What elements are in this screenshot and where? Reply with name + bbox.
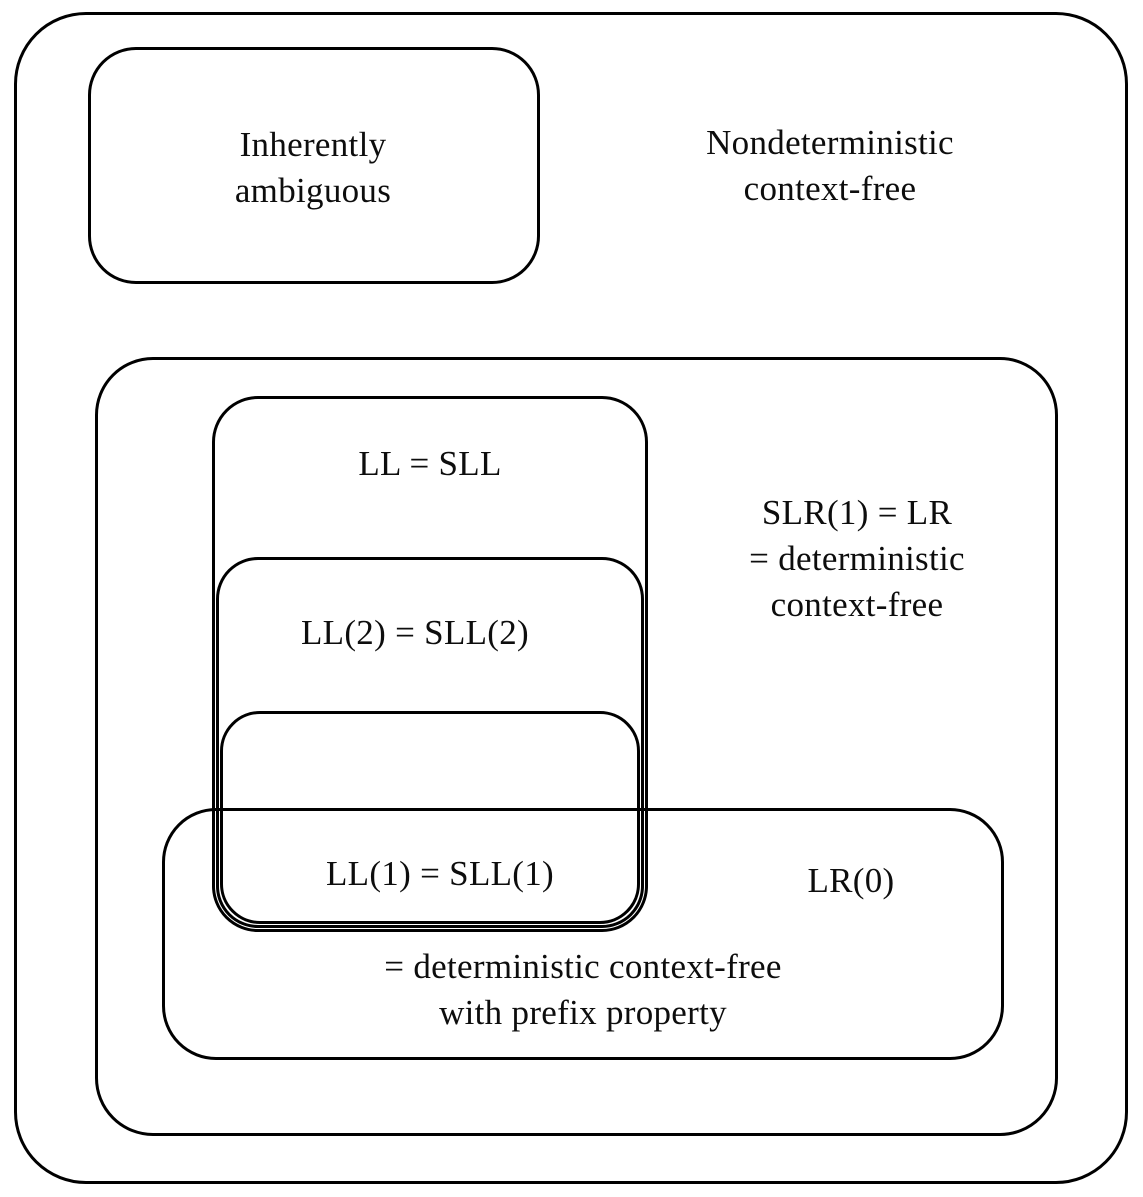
label-line: LL(2) = SLL(2) <box>300 613 530 652</box>
label-line: Nondeterministic <box>706 123 954 162</box>
label-line: = deterministic context-free <box>384 947 782 986</box>
label-ll2-sll2: LL(2) = SLL(2) <box>245 610 585 656</box>
label-line: context-free <box>743 169 917 208</box>
label-line: SLR(1) = LR <box>761 493 953 532</box>
label-line: Inherently <box>239 125 387 164</box>
region-deterministic-context-free <box>95 357 1058 1136</box>
region-nondeterministic-context-free <box>14 12 1128 1184</box>
label-line: ambiguous <box>234 171 392 210</box>
label-line: context-free <box>770 585 944 624</box>
region-lr0-prefix-property <box>162 808 1004 1060</box>
label-ll1-sll1: LL(1) = SLL(1) <box>270 851 610 897</box>
label-inherently-ambiguous: Inherently ambiguous <box>128 122 498 214</box>
label-ll-sll: LL = SLL <box>260 441 600 487</box>
label-line: LL(1) = SLL(1) <box>325 854 555 893</box>
label-deterministic-cf-prefix-property: = deterministic context-free with prefix… <box>383 944 783 1036</box>
label-slr1-lr-deterministic: SLR(1) = LR = deterministic context-free <box>657 490 1057 628</box>
region-ll1-sll1 <box>220 711 640 924</box>
label-line: with prefix property <box>439 993 727 1032</box>
label-nondeterministic-context-free: Nondeterministic context-free <box>630 120 1030 212</box>
region-inherently-ambiguous <box>88 47 540 284</box>
label-line: LL = SLL <box>358 444 502 483</box>
label-line: = deterministic <box>749 539 965 578</box>
label-line: LR(0) <box>807 861 895 900</box>
region-ll2-sll2 <box>216 557 644 928</box>
region-ll-sll <box>212 396 648 932</box>
label-lr0: LR(0) <box>701 858 1001 904</box>
